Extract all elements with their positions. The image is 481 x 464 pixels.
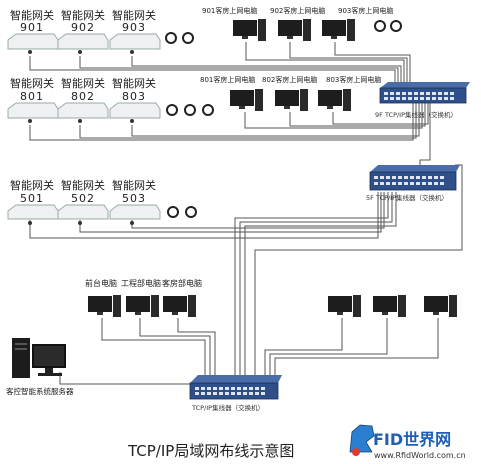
gateway-501: 智能网关 501 <box>7 178 59 225</box>
port-dot <box>78 221 82 225</box>
computer-icon <box>275 89 308 111</box>
switch-main: TCP/IP集线器（交换机） <box>189 375 282 412</box>
pc-label: 801客房上网电脑 <box>200 75 255 84</box>
gateway-903: 智能网关 903 <box>109 8 161 54</box>
computer-icon <box>126 295 159 317</box>
pc-label: 903客房上网电脑 <box>338 6 393 15</box>
diagram-title: TCP/IP局域网布线示意图 <box>127 442 294 460</box>
port-dot <box>130 221 134 225</box>
gateway-label: 智能网关 <box>112 178 156 192</box>
gateway-room: 901 <box>20 21 44 34</box>
coil-icons <box>165 32 194 44</box>
pc-row-9: 901客房上网电脑 902客房上网电脑 903客房上网电脑 <box>202 6 402 41</box>
pc-label: 802客房上网电脑 <box>262 75 317 84</box>
wiring <box>29 42 463 385</box>
pc-label: 工程部电脑 <box>121 278 161 288</box>
pc-label: 客房部电脑 <box>162 278 202 288</box>
gateway-room: 902 <box>71 21 95 34</box>
computer-icon <box>230 89 263 111</box>
switch-label: 5F TCP/IP集线器（交换机） <box>366 193 448 202</box>
gateway-room: 903 <box>122 21 146 34</box>
gateway-503: 智能网关 503 <box>109 178 161 225</box>
pc-label: 902客房上网电脑 <box>270 6 325 15</box>
gateway-room: 501 <box>20 192 44 205</box>
gateway-device-icon <box>109 102 161 119</box>
port-dot <box>28 50 32 54</box>
switch-5f: 5F TCP/IP集线器（交换机） <box>366 165 460 202</box>
port-dot <box>28 119 32 123</box>
gateway-room: 803 <box>122 90 146 103</box>
pc-row-office: 前台电脑 工程部电脑 客房部电脑 <box>85 278 202 317</box>
gateway-row-9: 智能网关 901 智能网关 902 智能网关 903 <box>7 8 194 54</box>
gateway-label: 智能网关 <box>10 178 54 192</box>
gateway-label: 智能网关 <box>61 8 105 22</box>
port-dot <box>78 50 82 54</box>
switch-9f: 9F TCP/IP集线器（交换机） <box>375 82 470 119</box>
gateway-device-icon <box>7 204 59 220</box>
gateway-device-icon <box>57 204 109 220</box>
gateway-902: 智能网关 902 <box>57 8 109 54</box>
gateway-device-icon <box>57 33 109 50</box>
computer-icon <box>322 19 355 41</box>
computer-icon <box>233 19 266 41</box>
logo-url: www.RfidWorld.com.cn <box>374 451 466 460</box>
logo-r-icon <box>349 424 375 453</box>
port-dot <box>130 119 134 123</box>
gateway-row-8: 智能网关 801 智能网关 802 智能网关 803 <box>7 76 214 123</box>
switch-label: TCP/IP集线器（交换机） <box>191 403 264 412</box>
gateway-label: 智能网关 <box>10 8 54 22</box>
pc-row-right <box>328 295 457 317</box>
gateway-label: 智能网关 <box>112 8 156 22</box>
gateway-device-icon <box>7 102 59 119</box>
logo-text: FID世界网 <box>373 430 451 449</box>
gateway-device-icon <box>7 33 59 50</box>
gateway-803: 智能网关 803 <box>109 76 161 123</box>
gateway-room: 802 <box>71 90 95 103</box>
coil-icons <box>167 206 197 218</box>
gateway-901: 智能网关 901 <box>7 8 59 54</box>
gateway-801: 智能网关 801 <box>7 76 59 123</box>
gateway-label: 智能网关 <box>61 178 105 192</box>
coil-icons <box>166 104 214 116</box>
pc-label: 前台电脑 <box>85 278 117 288</box>
server-label: 客控智能系统服务器 <box>6 386 74 396</box>
gateway-502: 智能网关 502 <box>57 178 109 225</box>
computer-icon <box>424 295 457 317</box>
gateway-room: 502 <box>71 192 95 205</box>
port-dot <box>78 119 82 123</box>
computer-icon <box>163 295 196 317</box>
port-dot <box>130 50 134 54</box>
computer-icon <box>328 295 361 317</box>
gateway-room: 503 <box>122 192 146 205</box>
switch-label: 9F TCP/IP集线器（交换机） <box>375 110 457 119</box>
gateway-device-icon <box>109 33 161 50</box>
coil-icons <box>374 20 402 32</box>
gateway-row-5: 智能网关 501 智能网关 502 智能网关 503 <box>7 178 197 225</box>
gateway-device-icon <box>109 204 161 220</box>
gateway-device-icon <box>57 102 109 119</box>
gateway-802: 智能网关 802 <box>57 76 109 123</box>
computer-icon <box>373 295 406 317</box>
computer-icon <box>318 89 351 111</box>
pc-row-8: 801客房上网电脑 802客房上网电脑 803客房上网电脑 <box>200 75 381 111</box>
computer-icon <box>88 295 121 317</box>
gateway-label: 智能网关 <box>112 76 156 90</box>
gateway-label: 智能网关 <box>61 76 105 90</box>
port-dot <box>28 221 32 225</box>
gateway-label: 智能网关 <box>10 76 54 90</box>
pc-label: 803客房上网电脑 <box>326 75 381 84</box>
server: 客控智能系统服务器 <box>6 338 74 396</box>
gateway-room: 801 <box>20 90 44 103</box>
pc-label: 901客房上网电脑 <box>202 6 257 15</box>
computer-icon <box>278 19 311 41</box>
rfidworld-logo: FID世界网 www.RfidWorld.com.cn <box>349 424 466 460</box>
